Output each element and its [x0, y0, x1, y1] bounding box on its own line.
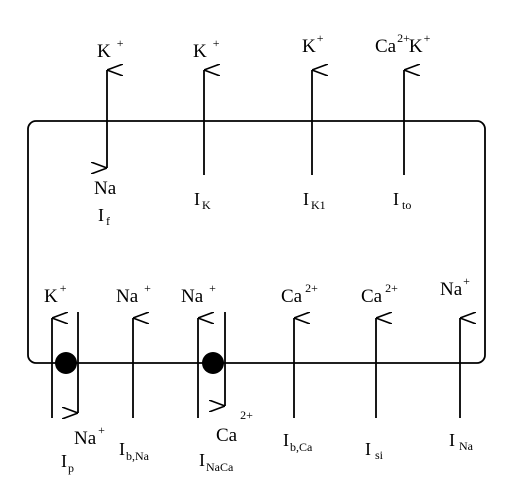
ip-pump-marker [55, 352, 77, 374]
if-ion2-label: Na [94, 178, 117, 199]
if-ion-label: K+ [97, 36, 124, 62]
ip-ion-out-label: Na+ [74, 423, 105, 449]
inaca-current-label: INaCa [199, 450, 234, 474]
inaca-exchanger-marker [202, 352, 224, 374]
ina-ion-label: Na+ [440, 274, 470, 300]
ibna-current-label: Ib,Na [119, 439, 150, 463]
ibna-ion-label: Na+ [116, 281, 151, 307]
inaca-ion-out-label: Ca2+ [216, 408, 253, 446]
ik1-ion-label: K+ [302, 31, 324, 57]
ibca-current-label: Ib,Ca [283, 430, 313, 454]
ik-ion-label: K+ [193, 36, 220, 62]
ip-current-label: Ip [61, 451, 74, 475]
ito-ion-label: Ca2+K+ [375, 31, 431, 57]
cell-membrane [27, 120, 486, 364]
ip-ion-in-label: K+ [44, 281, 67, 307]
inaca-ion-in-label: Na+ [181, 281, 216, 307]
